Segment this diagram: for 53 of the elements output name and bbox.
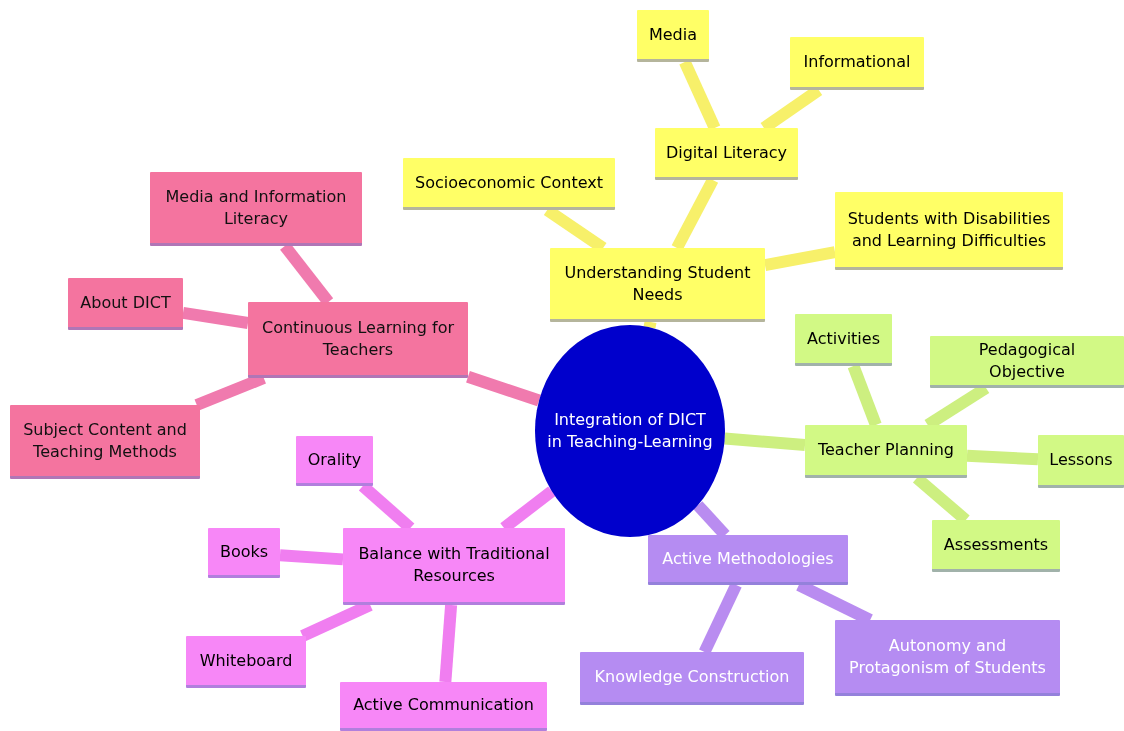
topic-box [10, 405, 200, 479]
node-text: Knowledge Construction [594, 666, 790, 688]
topic-box [835, 620, 1060, 696]
topic-box [343, 528, 565, 605]
node-text: Orality [307, 448, 362, 471]
topic-box [805, 425, 967, 478]
node-text: Students with Disabilities and Learning Difficulties [846, 207, 1052, 252]
topic-box [550, 248, 765, 322]
node-text: Pedagogical Objective [977, 338, 1077, 383]
node-text: Active Communication [353, 694, 534, 716]
connector-line [466, 371, 541, 407]
connector-line [763, 246, 837, 271]
node-text: Teacher Planning [817, 439, 955, 461]
node-text: Media and Information Literacy [164, 185, 348, 230]
node-text: Continuous Learning for Teachers [261, 316, 455, 361]
topic-box [790, 37, 924, 90]
node-text: About DICT [80, 291, 171, 314]
node-text: Informational [803, 51, 911, 73]
connector-line [279, 549, 344, 566]
topic-box [930, 336, 1124, 388]
node-text: Books [219, 540, 269, 563]
topic-box [296, 436, 373, 486]
connector-line [966, 449, 1039, 466]
node-text: Autonomy and Protagonism of Students [848, 634, 1047, 679]
topic-box [208, 528, 280, 578]
node-text: Whiteboard [199, 649, 293, 672]
topic-box [403, 158, 615, 210]
node-text: Subject Content and Teaching Methods [22, 418, 188, 463]
node-text: Understanding Student Needs [563, 261, 752, 306]
topic-box [150, 172, 362, 246]
topic-box [835, 192, 1063, 270]
node-text: Balance with Traditional Resources [357, 543, 551, 587]
node-text: Lessons [1049, 449, 1113, 471]
node-text: Active Methodologies [662, 547, 834, 570]
topic-box [648, 535, 848, 585]
connector-line [182, 306, 249, 329]
topic-box [795, 314, 892, 366]
topic-box [340, 682, 547, 731]
connector-line [724, 432, 806, 451]
topic-box [580, 652, 804, 705]
topic-box [68, 278, 183, 330]
topic-box [186, 636, 306, 688]
node-text: Activities [807, 327, 880, 350]
topic-box [655, 128, 798, 180]
node-text: Media [648, 23, 698, 46]
topic-box [1038, 435, 1124, 488]
topic-box [637, 10, 709, 62]
topic-box [248, 302, 468, 378]
node-text: Socioeconomic Context [415, 171, 603, 194]
node-text: Integration of DICT in Teaching-Learning [546, 409, 714, 453]
topic-box [932, 520, 1060, 572]
node-text: Digital Literacy [665, 141, 788, 164]
node-text: Assessments [943, 533, 1049, 556]
